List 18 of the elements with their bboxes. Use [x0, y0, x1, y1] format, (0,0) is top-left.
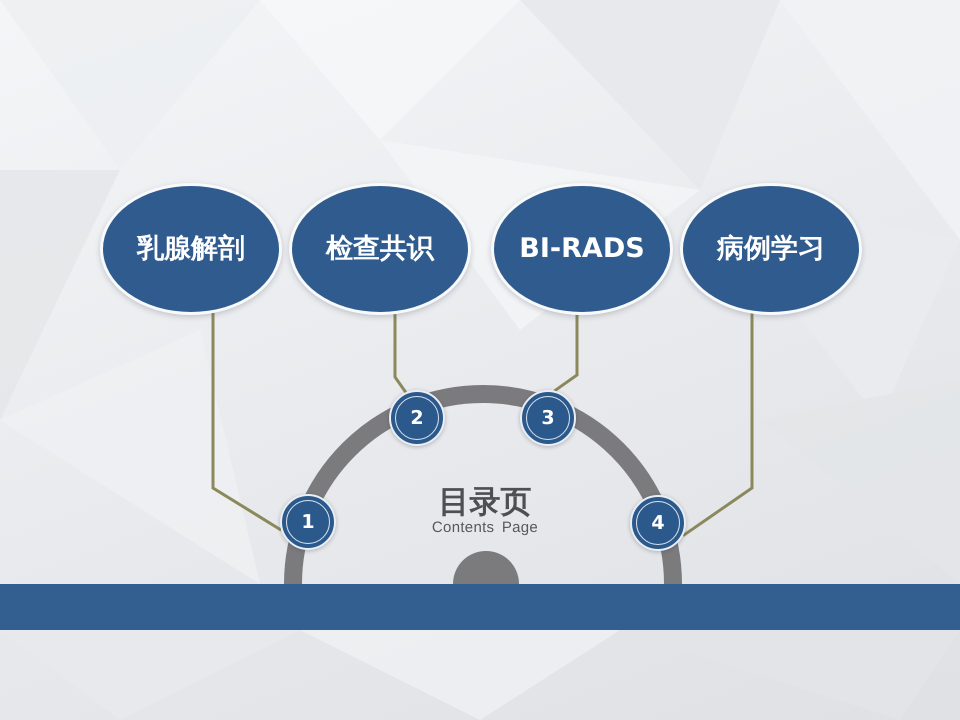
leader-line — [554, 314, 578, 392]
leader-line — [394, 314, 408, 394]
number-circle — [630, 495, 686, 551]
subtitle-text: Contents Page — [432, 518, 538, 537]
step-number: 4 — [651, 514, 665, 532]
step-number: 2 — [410, 408, 424, 428]
topic-title: 检查共识 — [326, 233, 434, 265]
step-number: 3 — [541, 408, 555, 428]
topic-title: 病例学习 — [717, 233, 825, 265]
number-circle — [280, 494, 336, 550]
number-circle — [389, 390, 445, 446]
number-circle — [520, 390, 576, 446]
step-number: 1 — [301, 512, 315, 532]
topic-title: 乳腺解剖 — [137, 233, 245, 265]
topic-title: BI-RADS — [519, 233, 645, 265]
page-title: 目录页 — [438, 486, 532, 519]
leader-line — [212, 313, 282, 532]
leader-line — [682, 314, 754, 537]
